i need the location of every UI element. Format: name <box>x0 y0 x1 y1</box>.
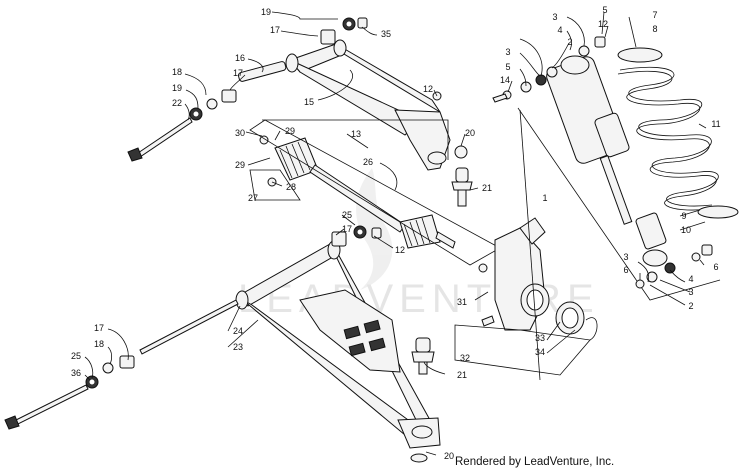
callout-18-upper: 18 <box>172 67 182 77</box>
callout-6-right: 6 <box>713 262 718 272</box>
shock-hardware <box>492 36 713 289</box>
callout-17-upper-left: 17 <box>233 68 243 78</box>
callout-7: 7 <box>652 10 657 20</box>
callout-5-top: 5 <box>602 5 607 15</box>
rendered-by-credit: Rendered by LeadVenture, Inc. <box>455 456 615 468</box>
callout-20-upper: 20 <box>465 128 475 138</box>
callout-29-a: 29 <box>285 126 295 136</box>
callout-labels: 19 17 35 16 18 17 19 22 15 12 30 29 29 1… <box>71 5 721 461</box>
callout-6-left: 6 <box>623 265 628 275</box>
callout-25-lower: 25 <box>71 351 81 361</box>
callout-15: 15 <box>304 97 314 107</box>
callout-14: 14 <box>500 75 510 85</box>
callout-17-lower-left: 17 <box>94 323 104 333</box>
callout-18-lower: 18 <box>94 339 104 349</box>
lower-ball-joint <box>411 337 435 375</box>
callout-12-top: 12 <box>598 19 608 29</box>
callout-20-lower: 20 <box>444 451 454 461</box>
callout-23: 23 <box>233 342 243 352</box>
callout-2-lower: 2 <box>688 301 693 311</box>
upper-ball-joint <box>451 145 473 207</box>
upper-arm-hardware <box>127 17 442 162</box>
shock-to-knuckle-line <box>519 109 541 381</box>
callout-12-upper: 12 <box>423 84 433 94</box>
callout-3-top: 3 <box>552 12 557 22</box>
callout-35: 35 <box>381 29 391 39</box>
callout-19-upper-left: 19 <box>172 83 182 93</box>
callout-33: 33 <box>535 333 545 343</box>
callout-3-left: 3 <box>505 47 510 57</box>
callout-17-upper: 17 <box>270 25 280 35</box>
callout-17-lower: 17 <box>342 224 352 234</box>
callout-27: 27 <box>248 193 258 203</box>
callout-4-lower: 4 <box>688 274 693 284</box>
callout-34: 34 <box>535 347 545 357</box>
callout-11: 11 <box>711 119 720 129</box>
callout-16: 16 <box>235 53 245 63</box>
callout-1: 1 <box>542 193 547 203</box>
callout-10: 10 <box>681 225 691 235</box>
callout-28: 28 <box>286 182 296 192</box>
callout-22: 22 <box>172 98 182 108</box>
callout-4-top: 4 <box>557 25 562 35</box>
callout-25-upper: 25 <box>342 210 352 220</box>
callout-31: 31 <box>457 297 467 307</box>
callout-30: 30 <box>235 128 245 138</box>
callout-26: 26 <box>363 157 373 167</box>
axle-box-top <box>262 119 449 160</box>
steering-knuckle <box>478 217 598 341</box>
callout-29-b: 29 <box>235 160 245 170</box>
callout-9: 9 <box>681 211 686 221</box>
lower-a-arm <box>235 240 441 449</box>
callout-3-right: 3 <box>688 287 693 297</box>
shock-leader-line <box>517 107 721 301</box>
callout-36: 36 <box>71 368 81 378</box>
upper-a-arm <box>285 39 451 171</box>
callout-24: 24 <box>233 326 243 336</box>
callout-21-lower: 21 <box>457 370 467 380</box>
leader-lines <box>84 11 707 456</box>
callout-8: 8 <box>652 24 657 34</box>
callout-21-upper: 21 <box>482 183 492 193</box>
shock-absorber <box>546 55 668 267</box>
cv-boot-kit-box <box>249 169 301 201</box>
callout-2-top: 2 <box>567 37 572 47</box>
lower-arm-hardware <box>4 225 428 463</box>
axle-assembly-box <box>249 119 501 266</box>
callout-19-upper: 19 <box>261 7 271 17</box>
callout-5-left: 5 <box>505 62 510 72</box>
callout-13: 13 <box>351 129 361 139</box>
callout-3-lower: 3 <box>623 252 628 262</box>
callout-32: 32 <box>460 353 470 363</box>
knuckle-kit-box <box>454 324 591 376</box>
callout-12-lower: 12 <box>395 245 405 255</box>
coil-spring <box>617 47 739 219</box>
